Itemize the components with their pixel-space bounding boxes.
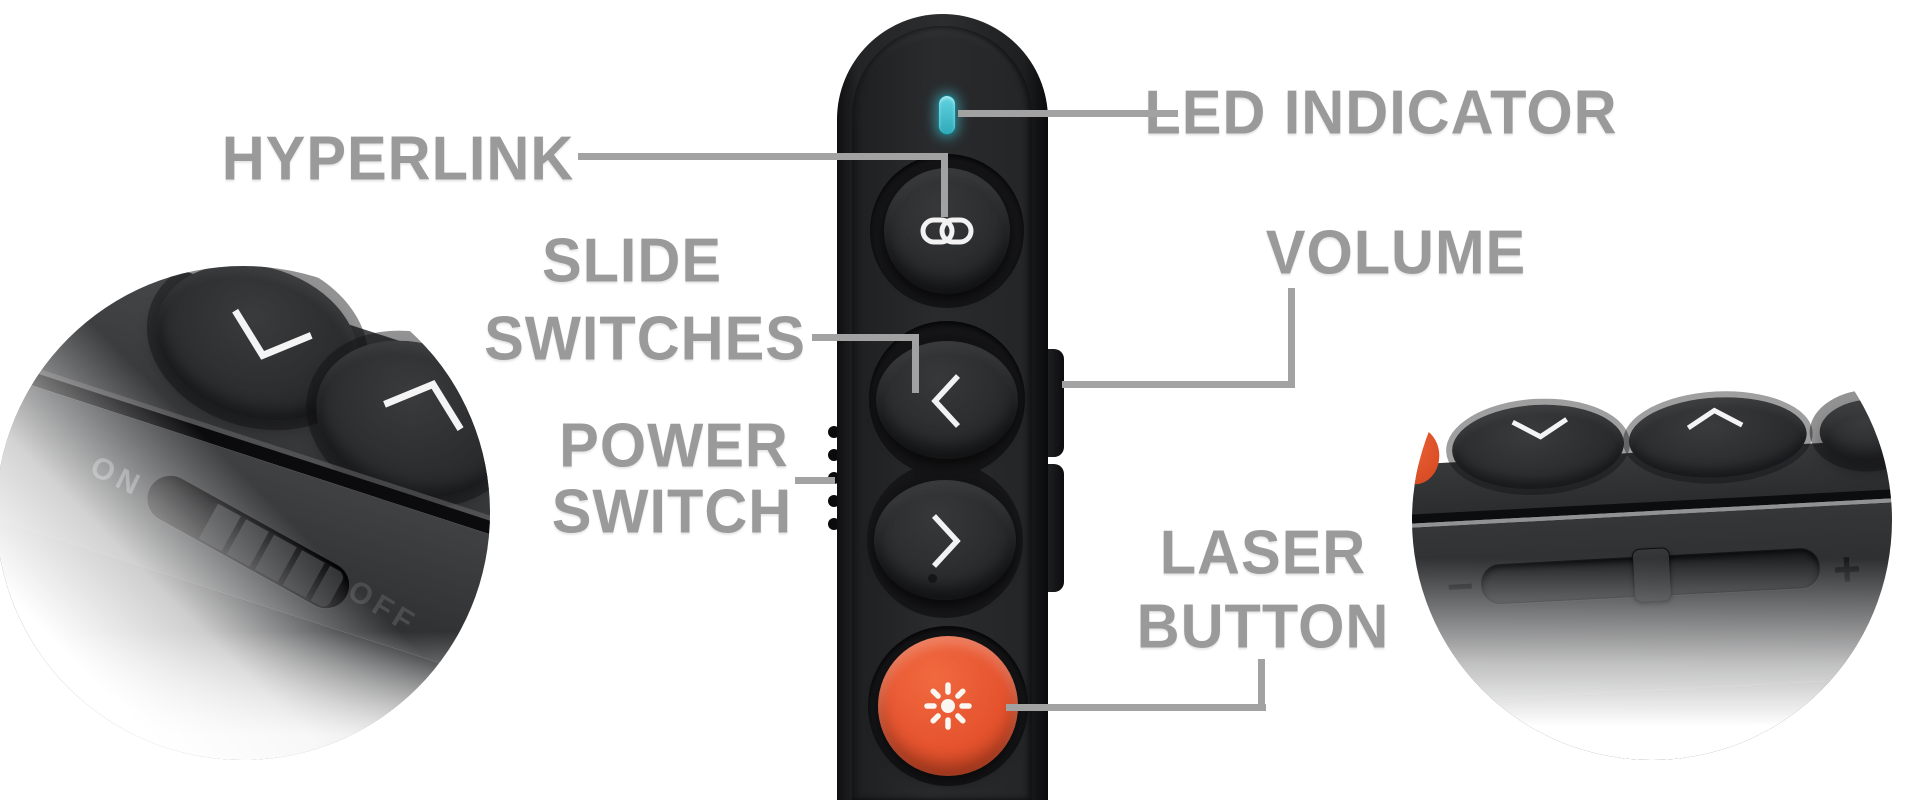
chevron-right-icon [931,514,961,568]
callout-line-slide-v [912,334,919,393]
power-switch-detail-device: ON OFF [0,266,490,760]
label-switches: SWITCHES [484,304,806,374]
callout-line-volume-v [1288,288,1295,385]
led-indicator-light [938,95,956,135]
label-slide: SLIDE [541,226,723,296]
label-laser: LASER [1159,518,1367,588]
volume-detail-circle: − + [1412,280,1892,760]
chevron-down-icon [1511,417,1568,440]
chevron-left-icon [931,374,961,428]
callout-line-power [795,477,835,484]
alignment-dimple [928,574,937,583]
chain-icon [920,217,974,245]
label-volume: VOLUME [1265,218,1527,288]
volume-rocker-lower [1044,464,1064,592]
power-switch-detail-circle: ON OFF [0,266,490,760]
label-led-indicator: LED INDICATOR [1144,78,1618,148]
label-hyperlink: HYPERLINK [221,124,575,194]
callout-line-laser-v [1258,659,1265,711]
label-switch: SWITCH [551,477,793,547]
callout-line-laser-h [1006,704,1266,711]
callout-line-led [958,110,1178,117]
next-slide-button [874,480,1016,600]
volume-plus-label: + [1831,542,1863,598]
volume-slider-thumb [1631,547,1673,604]
device-side-face [1412,500,1892,704]
label-power: POWER [559,411,789,481]
label-button: BUTTON [1136,592,1390,662]
callout-line-hyperlink-v [941,153,948,217]
laser-icon [924,682,972,730]
volume-rocker-upper [1044,349,1064,457]
volume-detail-device: − + [1412,280,1892,760]
chevron-up-icon [1686,407,1744,431]
volume-minus-label: − [1445,559,1475,613]
callout-line-volume-h [1062,381,1295,388]
callout-line-hyperlink-h [578,153,948,160]
previous-slide-button [876,341,1018,459]
callout-line-slide-h [812,334,919,341]
